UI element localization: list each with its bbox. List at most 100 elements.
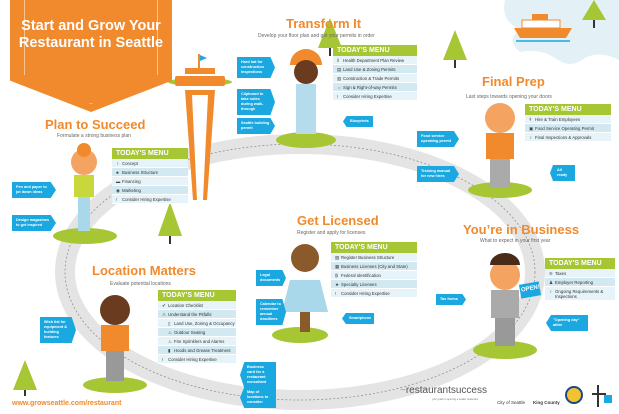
menu-item-label: Hoods and Grease Treatment — [174, 347, 231, 353]
menu-item[interactable]: ♨Fire Sprinklers and Alarms — [158, 337, 236, 346]
partner-seals — [565, 385, 612, 407]
menu-item[interactable]: ▯Land Use, Zoning & Occupancy — [158, 319, 236, 328]
star-icon: ★ — [335, 281, 339, 287]
check-icon: ✔ — [162, 302, 166, 308]
callout-label: Training manual for new hires — [417, 166, 459, 182]
menu-item[interactable]: ♣Business Structure — [112, 168, 188, 177]
menu-item[interactable]: ! Consider Hiring Expertise — [158, 355, 236, 364]
menu-heading: TODAY'S MENU — [333, 45, 417, 56]
tree — [582, 0, 606, 28]
pin-icon: ♀ — [549, 288, 553, 294]
callout-label: Legal documents — [256, 270, 286, 286]
building-icon: ▥ — [337, 75, 342, 81]
menu-item-label: Financing — [122, 178, 141, 184]
plan-title: Plan to Succeed — [45, 117, 146, 132]
menu-item-label: Marketing — [122, 187, 141, 193]
menu-item[interactable]: ▬Financing — [112, 177, 188, 186]
menu-item[interactable]: ✔Location Checklist — [158, 301, 236, 310]
menu-item-label: Federal Identification — [341, 272, 381, 278]
ground-blob — [83, 377, 147, 393]
tree — [318, 18, 342, 56]
restaurant-success-tagline: your guide to opening a seattle restaura… — [432, 398, 479, 401]
document-icon: ▯ — [168, 320, 171, 326]
menu-item-label: Understand the Pitfalls: — [168, 311, 213, 317]
menu-item[interactable]: ₿Federal Identification — [331, 271, 417, 280]
business-menu: TODAY'S MENU≋Taxes♟Employer Reporting♀On… — [545, 258, 615, 301]
menu-item-label: Fire Sprinklers and Alarms — [174, 338, 225, 344]
person-icon: ! — [116, 196, 118, 202]
menu-item-label: Consider Hiring Expertise — [341, 290, 390, 296]
document-icon: ▤ — [337, 66, 342, 72]
business-title: You’re in Business — [463, 222, 580, 237]
ground-blob — [276, 132, 336, 148]
callout-label: Design magazines to get inspired — [12, 215, 56, 231]
character-business — [490, 253, 542, 346]
menu-item[interactable]: ⚠Understand the Pitfalls: — [158, 310, 236, 319]
menu-item[interactable]: ♀Final Inspections & Approvals — [525, 133, 611, 142]
ground-blob — [272, 327, 328, 343]
menu-item[interactable]: ! Consider Hiring Expertise — [331, 289, 417, 298]
location-menu: TODAY'S MENU✔Location Checklist⚠Understa… — [158, 290, 236, 364]
menu-item[interactable]: ♀Concept — [112, 159, 188, 168]
menu-item-label: Construction & Trade Permits — [343, 75, 400, 81]
tree — [158, 202, 182, 244]
menu-item-label: Concept — [122, 160, 139, 166]
callout-label: Tax forms — [436, 294, 466, 305]
callout-label: Wish list for equipment & building featu… — [40, 317, 76, 343]
menu-item[interactable]: ≋Taxes — [545, 269, 615, 278]
menu-item-label: Consider Hiring Expertise — [122, 196, 171, 202]
grease-icon: ▮ — [168, 347, 171, 353]
menu-item[interactable]: ⇔Sign & Right-of-way Permits — [333, 83, 417, 92]
callout-label: "Opening day" attire — [546, 315, 588, 331]
callout-label: Seattle building permit — [237, 118, 275, 134]
plan-subtitle: Formulate a strong business plan — [57, 133, 131, 139]
menu-item[interactable]: ▤Land Use & Zoning Permits — [333, 65, 417, 74]
menu-item-label: Consider Hiring Expertise — [343, 93, 392, 99]
menu-item[interactable]: ♨Outdoor Seating — [158, 328, 236, 337]
menu-item[interactable]: ♀Ongoing Requirements & Inspections — [545, 287, 615, 301]
callout-label: Smartphone — [342, 313, 374, 324]
plan-menu: TODAY'S MENU♀Concept♣Business Structure▬… — [112, 148, 188, 204]
website-link[interactable]: www.growseattle.com/restaurant — [12, 400, 122, 407]
final-title: Final Prep — [482, 74, 545, 89]
menu-heading: TODAY'S MENU — [158, 290, 236, 301]
transform-title: Transform It — [286, 16, 362, 31]
menu-item-label: Sign & Right-of-way Permits — [343, 84, 397, 90]
licensed-subtitle: Register and apply for licenses — [297, 230, 366, 236]
menu-item[interactable]: ! Consider Hiring Expertise — [112, 195, 188, 204]
menu-item-label: Final Inspections & Approvals — [535, 134, 592, 140]
port-logo-icon — [597, 385, 599, 407]
menu-heading: TODAY'S MENU — [331, 242, 417, 253]
menu-item[interactable]: ▮Hoods and Grease Treatment — [158, 346, 236, 355]
menu-item[interactable]: ♟Employer Reporting — [545, 278, 615, 287]
ground-blob — [473, 341, 537, 359]
menu-item-label: Location Checklist — [168, 302, 203, 308]
menu-item-label: Ongoing Requirements & Inspections — [555, 288, 604, 299]
menu-item[interactable]: ▧Register Business Structure — [331, 253, 417, 262]
callout-label: Clipboard to take notes during walk-thro… — [237, 89, 275, 115]
menu-item-label: Land Use & Zoning Permits — [343, 66, 396, 72]
menu-item[interactable]: ◉Marketing — [112, 186, 188, 195]
money-icon: ≋ — [549, 270, 553, 276]
callout-label: Blueprints — [343, 116, 373, 127]
org-chart-icon: ♣ — [116, 169, 119, 175]
ground-blob — [53, 228, 117, 244]
certificate-icon: ▣ — [529, 125, 534, 131]
menu-item[interactable]: ▣Food Service Operating Permit — [525, 124, 611, 133]
menu-item[interactable]: ▥Construction & Trade Permits — [333, 74, 417, 83]
tree — [13, 360, 37, 396]
person-icon: ! — [162, 356, 164, 362]
menu-item-label: Consider Hiring Expertise — [168, 356, 217, 362]
character-planner — [71, 143, 97, 231]
callout-label: Map of locations to consider — [240, 387, 276, 408]
menu-item[interactable]: ★Specialty Licenses — [331, 280, 417, 289]
menu-item-label: Health Department Plan Review — [343, 57, 405, 63]
person-icon: ! — [335, 290, 337, 296]
menu-item[interactable]: !Consider Hiring Expertise — [333, 92, 417, 101]
menu-item[interactable]: ▦Business Licenses (City and State) — [331, 262, 417, 271]
tree — [443, 30, 467, 68]
